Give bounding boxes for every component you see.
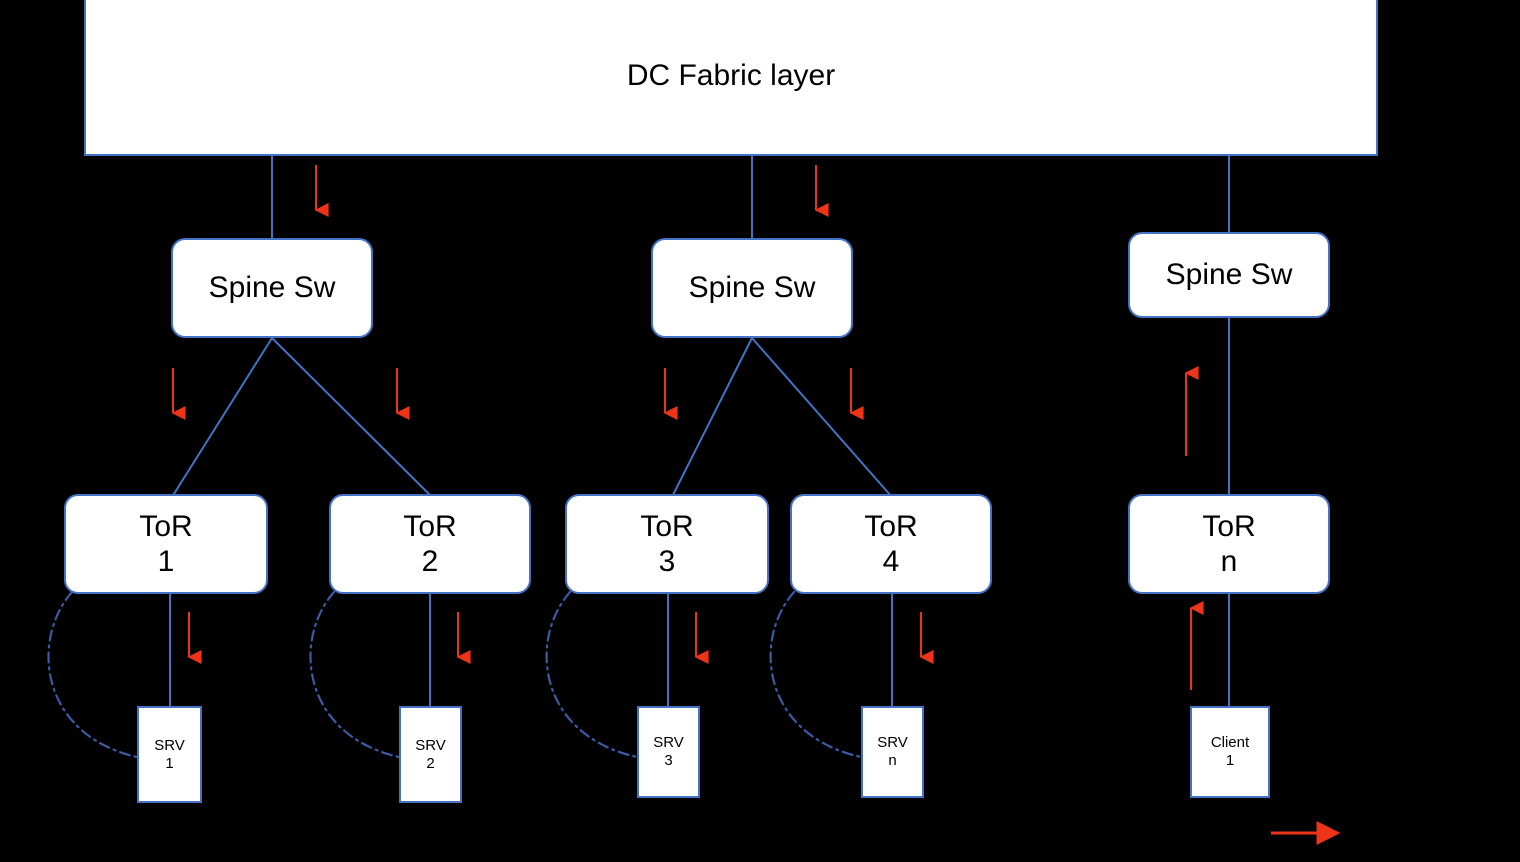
tor-3-label-line1: ToR	[640, 509, 694, 543]
curve-tor3-srv3	[545, 590, 639, 759]
link-spine2-tor3	[671, 337, 753, 498]
spine-sw-1-box[interactable]: Spine Sw	[171, 238, 373, 338]
spine-sw-2-label: Spine Sw	[688, 271, 816, 305]
client-1-box[interactable]: Client 1	[1190, 706, 1270, 798]
spine-sw-3-box[interactable]: Spine Sw	[1128, 232, 1330, 318]
tor-n-label-line1: ToR	[1202, 509, 1256, 543]
spine-sw-3-label: Spine Sw	[1165, 258, 1293, 292]
tor-1-box[interactable]: ToR 1	[64, 494, 268, 594]
spine-sw-1-label: Spine Sw	[208, 271, 336, 305]
srv-3-label-line1: SRV	[653, 734, 684, 752]
srv-n-label-line1: SRV	[877, 734, 908, 752]
srv-2-box[interactable]: SRV 2	[399, 706, 462, 803]
dc-fabric-layer-label: DC Fabric layer	[626, 59, 836, 93]
tor-n-label-line2: n	[1220, 545, 1238, 578]
srv-3-box[interactable]: SRV 3	[637, 706, 700, 798]
tor-1-label-line1: ToR	[139, 509, 193, 543]
tor-1-label-line2: 1	[157, 545, 175, 578]
curve-tor1-srv1	[47, 590, 139, 759]
srv-2-label-line2: 2	[426, 754, 435, 772]
tor-2-box[interactable]: ToR 2	[329, 494, 531, 594]
curve-tor2-srv2	[309, 590, 401, 759]
client-1-label-line1: Client	[1210, 734, 1250, 752]
link-spine2-tor4	[751, 337, 893, 498]
client-1-label-line2: 1	[1225, 752, 1235, 769]
curve-tor4-srvn	[769, 590, 863, 759]
srv-2-label-line1: SRV	[415, 736, 446, 754]
link-spine1-tor1	[171, 337, 273, 498]
tor-2-label-line2: 2	[421, 545, 439, 578]
tor-4-label-line1: ToR	[864, 509, 918, 543]
srv-n-box[interactable]: SRV n	[861, 706, 924, 798]
link-spine1-tor2	[271, 337, 433, 498]
spine-sw-2-box[interactable]: Spine Sw	[651, 238, 853, 338]
tor-n-box[interactable]: ToR n	[1128, 494, 1330, 594]
srv-1-label-line1: SRV	[154, 736, 185, 754]
tor-4-label-line2: 4	[882, 545, 900, 578]
dc-fabric-layer-box[interactable]: DC Fabric layer	[84, 0, 1378, 156]
tor-4-box[interactable]: ToR 4	[790, 494, 992, 594]
tor-3-box[interactable]: ToR 3	[565, 494, 769, 594]
tor-2-label-line1: ToR	[403, 509, 457, 543]
tor-3-label-line2: 3	[658, 545, 676, 578]
srv-3-label-line2: 3	[664, 752, 673, 769]
srv-1-box[interactable]: SRV 1	[137, 706, 202, 803]
srv-1-label-line2: 1	[165, 754, 174, 772]
srv-n-label-line2: n	[888, 752, 897, 769]
